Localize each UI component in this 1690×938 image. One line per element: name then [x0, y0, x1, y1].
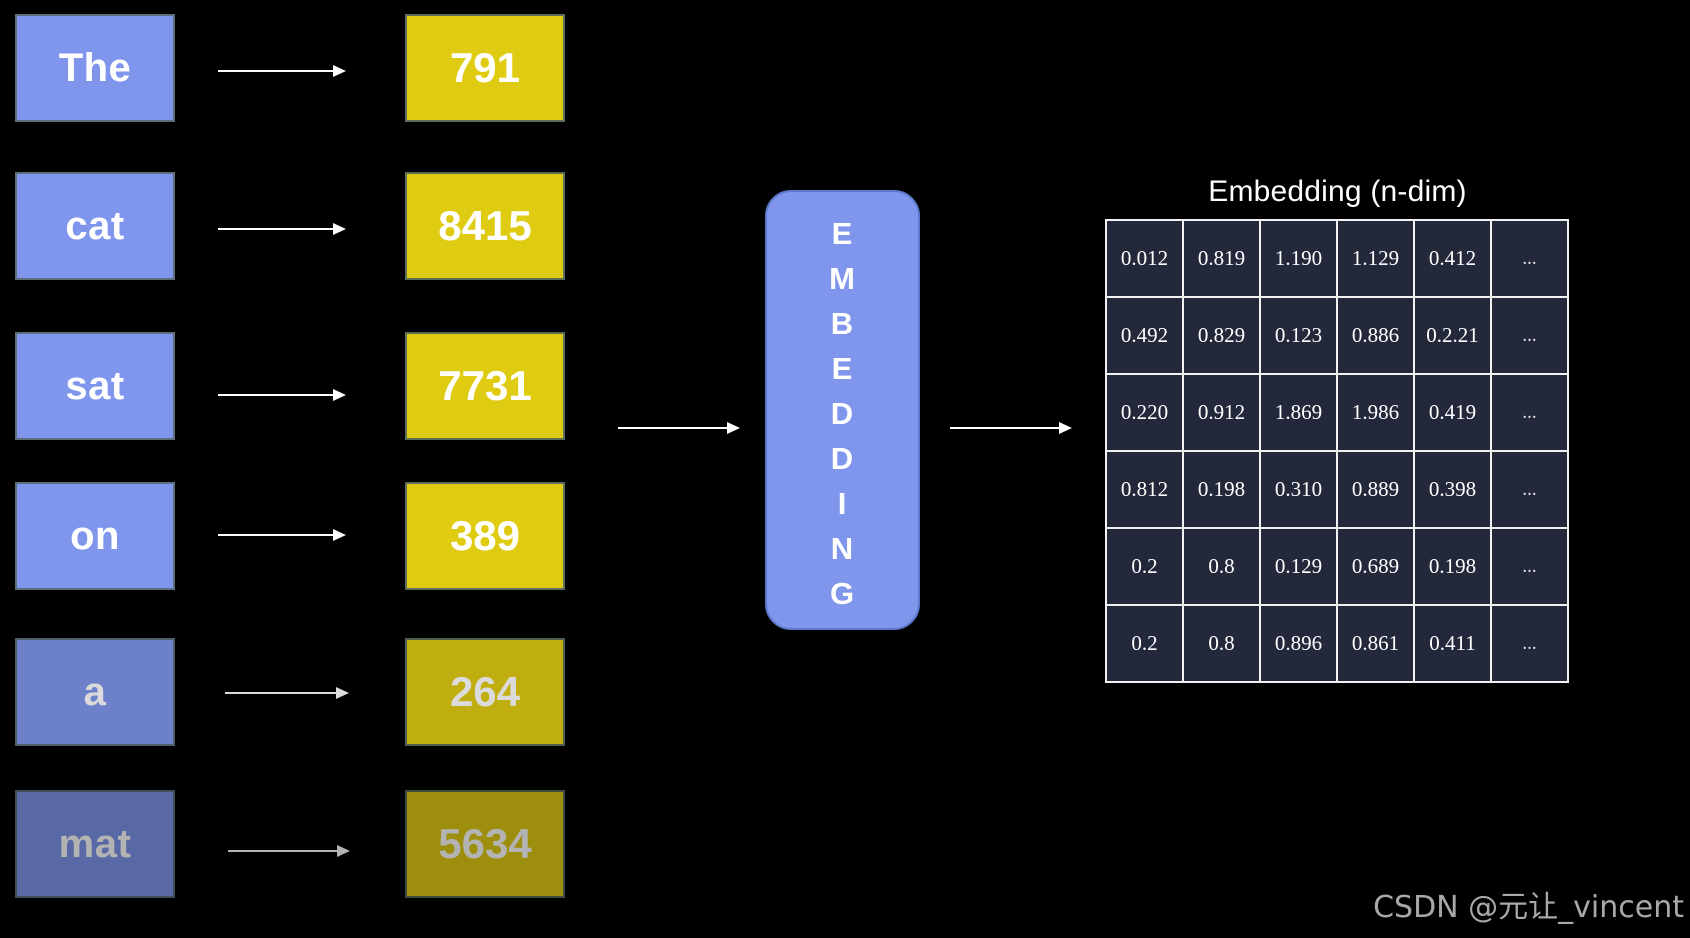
- matrix-cell: 1.129: [1336, 219, 1415, 298]
- matrix-cell: 0.198: [1182, 450, 1261, 529]
- matrix-cell: 0.012: [1105, 219, 1184, 298]
- matrix-cell: 1.869: [1259, 373, 1338, 452]
- matrix-cell: 0.412: [1413, 219, 1492, 298]
- table-row: 0.220 0.912 1.869 1.986 0.419 ...: [1105, 373, 1569, 452]
- matrix-cell: 0.492: [1105, 296, 1184, 375]
- matrix-cell: 0.8: [1182, 527, 1261, 606]
- arrow-word-to-token-4: [218, 528, 346, 542]
- token-id-box-5634: 5634: [405, 790, 565, 898]
- word-label: The: [58, 45, 132, 90]
- embedding-matrix-table: 0.012 0.819 1.190 1.129 0.412 ... 0.492 …: [1105, 219, 1569, 683]
- word-label: on: [70, 513, 120, 558]
- token-id-box-7731: 7731: [405, 332, 565, 440]
- arrow-embedding-to-table: [950, 421, 1072, 435]
- embedding-letter-d1: D: [830, 395, 855, 431]
- matrix-cell: 0.829: [1182, 296, 1261, 375]
- matrix-cell-ellipsis: ...: [1490, 604, 1569, 683]
- matrix-cell: 0.198: [1413, 527, 1492, 606]
- token-id-label: 5634: [438, 820, 532, 867]
- token-id-box-264: 264: [405, 638, 565, 746]
- csdn-watermark: CSDN @元让_vincent: [1373, 890, 1684, 925]
- word-box-cat: cat: [15, 172, 175, 280]
- matrix-cell: 0.8: [1182, 604, 1261, 683]
- embedding-letter-m: M: [829, 260, 856, 296]
- table-row: 0.2 0.8 0.896 0.861 0.411 ...: [1105, 604, 1569, 683]
- matrix-cell: 0.123: [1259, 296, 1338, 375]
- matrix-cell: 0.398: [1413, 450, 1492, 529]
- matrix-cell: 0.689: [1336, 527, 1415, 606]
- matrix-cell-ellipsis: ...: [1490, 450, 1569, 529]
- word-box-on: on: [15, 482, 175, 590]
- matrix-cell-ellipsis: ...: [1490, 296, 1569, 375]
- matrix-cell: 0.129: [1259, 527, 1338, 606]
- word-box-mat: mat: [15, 790, 175, 898]
- embedding-letter-e2: E: [831, 350, 854, 386]
- embedding-letter-d2: D: [830, 440, 855, 476]
- word-label: mat: [58, 821, 132, 866]
- matrix-cell: 1.986: [1336, 373, 1415, 452]
- matrix-cell: 0.861: [1336, 604, 1415, 683]
- matrix-cell-ellipsis: ...: [1490, 373, 1569, 452]
- matrix-cell: 0.819: [1182, 219, 1261, 298]
- token-id-label: 264: [449, 668, 521, 715]
- arrow-word-to-token-1: [218, 64, 346, 78]
- word-box-the: The: [15, 14, 175, 122]
- matrix-cell: 0.886: [1336, 296, 1415, 375]
- token-id-label: 8415: [438, 202, 532, 249]
- token-id-box-8415: 8415: [405, 172, 565, 280]
- matrix-cell: 0.812: [1105, 450, 1184, 529]
- arrow-word-to-token-3: [218, 388, 346, 402]
- matrix-cell: 1.190: [1259, 219, 1338, 298]
- token-id-label: 389: [449, 512, 521, 559]
- matrix-cell-ellipsis: ...: [1490, 219, 1569, 298]
- embedding-table-title: Embedding (n-dim): [1208, 175, 1467, 208]
- word-box-a: a: [15, 638, 175, 746]
- matrix-cell: 0.220: [1105, 373, 1184, 452]
- token-id-box-389: 389: [405, 482, 565, 590]
- arrow-word-to-token-5: [225, 686, 350, 700]
- matrix-cell: 0.411: [1413, 604, 1492, 683]
- embedding-letter-g: G: [829, 575, 856, 611]
- table-row: 0.812 0.198 0.310 0.889 0.398 ...: [1105, 450, 1569, 529]
- table-row: 0.2 0.8 0.129 0.689 0.198 ...: [1105, 527, 1569, 606]
- table-row: 0.492 0.829 0.123 0.886 0.2.21 ...: [1105, 296, 1569, 375]
- embedding-block: E M B E D D I N G: [765, 190, 920, 630]
- word-box-sat: sat: [15, 332, 175, 440]
- matrix-cell: 0.896: [1259, 604, 1338, 683]
- matrix-cell: 0.310: [1259, 450, 1338, 529]
- token-id-box-791: 791: [405, 14, 565, 122]
- matrix-cell: 0.419: [1413, 373, 1492, 452]
- embedding-letter-e1: E: [831, 215, 854, 251]
- matrix-cell-ellipsis: ...: [1490, 527, 1569, 606]
- arrow-word-to-token-6: [228, 844, 353, 858]
- matrix-cell: 0.2: [1105, 604, 1184, 683]
- arrow-tokens-to-embedding: [618, 421, 740, 435]
- word-label: sat: [65, 363, 125, 408]
- word-label: a: [83, 669, 107, 714]
- embedding-letter-n: N: [830, 530, 855, 566]
- embedding-letter-i: I: [837, 485, 848, 521]
- matrix-cell: 0.912: [1182, 373, 1261, 452]
- matrix-cell: 0.2.21: [1413, 296, 1492, 375]
- matrix-cell: 0.2: [1105, 527, 1184, 606]
- token-id-label: 791: [449, 44, 521, 91]
- arrow-word-to-token-2: [218, 222, 346, 236]
- matrix-cell: 0.889: [1336, 450, 1415, 529]
- table-row: 0.012 0.819 1.190 1.129 0.412 ...: [1105, 219, 1569, 298]
- word-label: cat: [65, 203, 125, 248]
- embedding-letter-b: B: [830, 305, 855, 341]
- token-id-label: 7731: [438, 362, 532, 409]
